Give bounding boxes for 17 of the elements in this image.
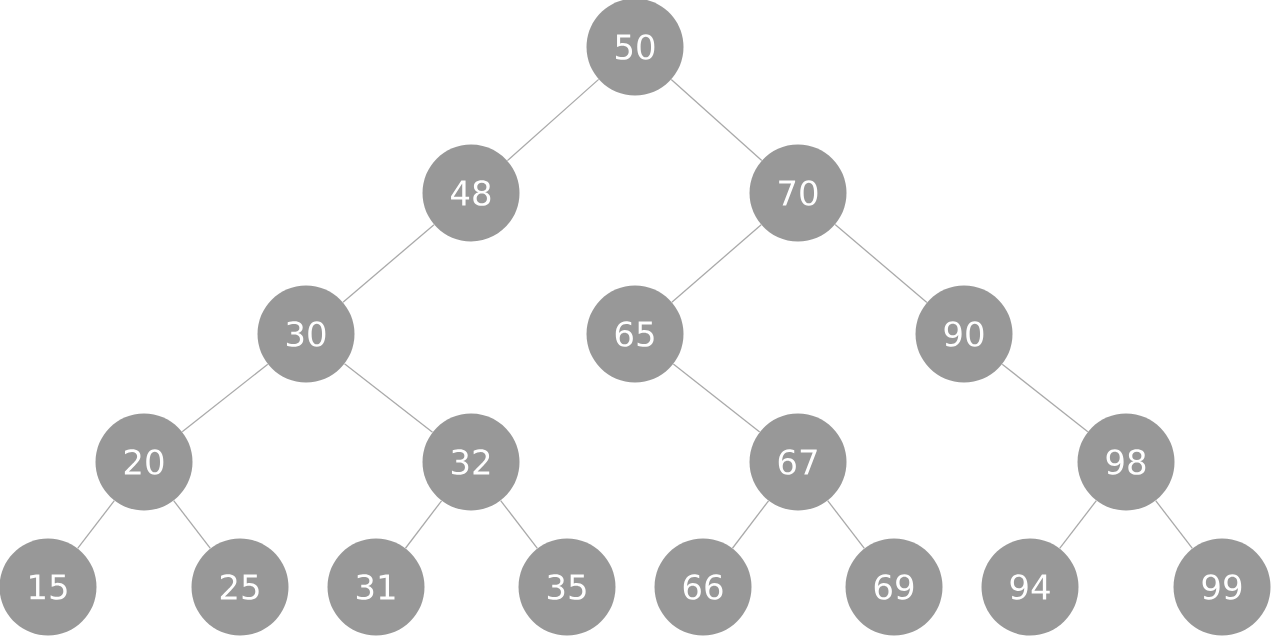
connector-line xyxy=(181,363,269,433)
connector-line xyxy=(506,78,600,162)
connector-line xyxy=(671,224,762,303)
connector-line xyxy=(1059,500,1097,550)
connector-line xyxy=(1155,500,1193,550)
connector-line xyxy=(672,363,761,433)
connector-line xyxy=(731,500,770,549)
connector-line xyxy=(343,363,434,433)
connector-line xyxy=(670,78,763,162)
connector-line xyxy=(342,224,435,303)
connector-line xyxy=(834,223,928,304)
connector-line xyxy=(1001,363,1089,433)
connector-line xyxy=(173,500,211,550)
connector-line xyxy=(77,500,115,550)
connector-line xyxy=(500,500,538,550)
connector-line xyxy=(404,500,443,549)
connector-line xyxy=(827,500,865,550)
